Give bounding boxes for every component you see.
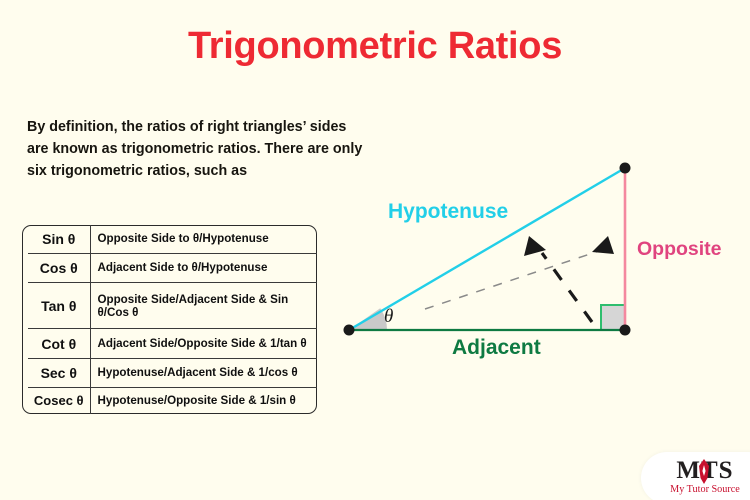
ratio-definition: Adjacent Side to θ/Hypotenuse	[89, 252, 317, 284]
ratio-name: Tan θ	[28, 282, 91, 330]
triangle-diagram	[330, 150, 750, 380]
table-row: Cos θ Adjacent Side to θ/Hypotenuse	[28, 252, 317, 284]
arrow-to-hypotenuse-head	[524, 236, 546, 256]
theta-angle-label: θ	[384, 306, 394, 327]
ratio-name: Sec θ	[28, 357, 91, 388]
opposite-label: Opposite	[637, 238, 722, 260]
ratio-definition: Adjacent Side/Opposite Side & 1/tan θ	[89, 328, 317, 359]
table-row: Sec θ Hypotenuse/Adjacent Side & 1/cos θ	[28, 357, 317, 388]
hypotenuse-label: Hypotenuse	[388, 200, 509, 223]
logo-tagline: My Tutor Source	[670, 484, 740, 495]
ratio-name: Cosec θ	[28, 386, 91, 414]
intro-line-2: are known as trigonometric ratios. There…	[27, 140, 363, 157]
ratio-name: Cos θ	[28, 252, 91, 284]
ratio-name: Sin θ	[28, 225, 91, 254]
vertex-right-angle-point	[619, 324, 631, 336]
ratio-definition: Hypotenuse/Adjacent Side & 1/cos θ	[89, 357, 317, 388]
ratios-table: Sin θ Opposite Side to θ/Hypotenuse Cos …	[28, 225, 317, 414]
intro-line-1: By definition, the ratios of right trian…	[27, 119, 347, 135]
hypotenuse-line	[348, 166, 626, 332]
arrow-to-opposite-line	[424, 249, 603, 310]
vertex-top-point	[619, 162, 631, 174]
ratio-definition: Opposite Side to θ/Hypotenuse	[89, 225, 317, 254]
table-row: Sin θ Opposite Side to θ/Hypotenuse	[28, 225, 317, 254]
ratio-definition: Hypotenuse/Opposite Side & 1/sin θ	[89, 386, 317, 414]
pen-nib-icon	[699, 459, 709, 484]
adjacent-label: Adjacent	[452, 336, 541, 359]
arrow-to-hypotenuse-line	[540, 252, 594, 323]
arrow-to-opposite-head	[592, 236, 614, 254]
ratio-name: Cot θ	[28, 328, 91, 359]
page-title: Trigonometric Ratios	[187, 25, 563, 67]
table-row: Tan θ Opposite Side/Adjacent Side & Sin …	[28, 282, 317, 330]
brand-logo: MTS My Tutor Source	[660, 458, 750, 498]
vertex-angle-point	[343, 324, 355, 336]
intro-paragraph: By definition, the ratios of right trian…	[27, 117, 397, 183]
table-row: Cosec θ Hypotenuse/Opposite Side & 1/sin…	[28, 386, 317, 414]
logo-backdrop	[641, 452, 750, 500]
table-row: Cot θ Adjacent Side/Opposite Side & 1/ta…	[28, 328, 317, 359]
ratio-definition: Opposite Side/Adjacent Side & Sin θ/Cos …	[89, 282, 317, 330]
intro-line-3: six trigonometric ratios, such as	[27, 162, 248, 179]
